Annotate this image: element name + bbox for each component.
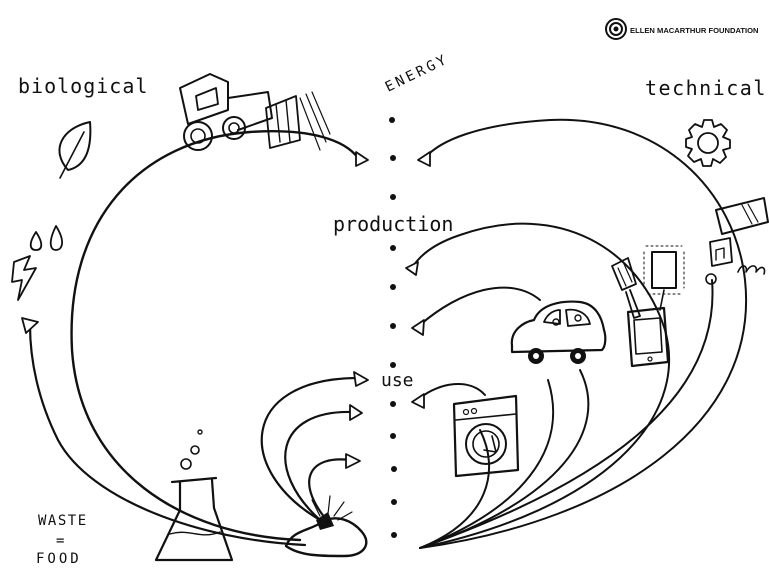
divider-dot bbox=[390, 155, 396, 161]
energy-divider-dots bbox=[389, 117, 397, 538]
car-icon bbox=[510, 300, 607, 364]
soil-heap-icon bbox=[284, 495, 368, 558]
arrowhead bbox=[353, 371, 369, 387]
arrowhead bbox=[345, 453, 361, 469]
technical-repair-loop bbox=[419, 286, 541, 326]
technical-reuse-loop bbox=[419, 379, 555, 549]
lightning-icon bbox=[11, 255, 37, 301]
divider-dot bbox=[390, 401, 396, 407]
equals-label: = bbox=[56, 533, 64, 549]
tractor-icon bbox=[179, 73, 331, 151]
flask-icon bbox=[154, 429, 234, 562]
phone-icon bbox=[626, 245, 685, 368]
divider-dot bbox=[390, 323, 396, 329]
gear-icon bbox=[685, 119, 731, 167]
biological-loops bbox=[21, 130, 369, 547]
divider-dot bbox=[390, 433, 396, 439]
music-player-icon bbox=[705, 237, 733, 285]
arrowhead bbox=[355, 151, 369, 167]
technical-share-loop bbox=[419, 382, 486, 399]
divider-dot bbox=[390, 245, 396, 251]
technical-loops bbox=[405, 118, 748, 549]
arrowhead bbox=[405, 261, 419, 276]
biological-inner-loop-2 bbox=[284, 410, 354, 522]
biological-inner-loop-1 bbox=[260, 376, 357, 522]
technical-production-loop bbox=[411, 222, 671, 549]
divider-dot bbox=[391, 532, 397, 538]
arrowhead bbox=[411, 319, 425, 336]
foundation-logo-icon bbox=[605, 18, 627, 40]
arrowhead bbox=[411, 393, 425, 409]
waste-label: WASTE bbox=[38, 513, 88, 529]
washing-machine-icon bbox=[452, 394, 520, 478]
divider-dot bbox=[390, 194, 396, 200]
divider-dot bbox=[390, 284, 396, 290]
logo-text: ELLEN MACARTHUR FOUNDATION bbox=[630, 26, 759, 35]
technical-label: technical bbox=[645, 76, 767, 100]
biological-label: biological bbox=[18, 74, 148, 98]
arrowhead bbox=[21, 317, 39, 334]
technical-outer-loop bbox=[419, 118, 748, 549]
use-label: use bbox=[381, 370, 414, 391]
spatula-icon bbox=[611, 257, 641, 319]
food-label: FOOD bbox=[36, 551, 82, 567]
technical-use-loop bbox=[419, 429, 491, 549]
arrowhead bbox=[349, 404, 363, 421]
divider-dot bbox=[390, 362, 396, 368]
leaf-icon bbox=[58, 121, 92, 179]
technical-refurbish-loop bbox=[419, 279, 714, 549]
biological-inner-loop-3 bbox=[308, 458, 352, 520]
divider-dot bbox=[389, 117, 395, 123]
biological-return-loop bbox=[28, 323, 307, 547]
water-drops-icon bbox=[29, 225, 63, 251]
divider-dot bbox=[391, 499, 397, 505]
energy-label: ENERGY bbox=[383, 51, 452, 95]
divider-dot bbox=[391, 466, 397, 472]
earbuds-icon bbox=[737, 265, 766, 275]
production-label: production bbox=[333, 212, 453, 236]
biological-outer-loop bbox=[70, 130, 360, 542]
ellen-macarthur-logo: ELLEN MACARTHUR FOUNDATION bbox=[605, 18, 759, 40]
arrowhead bbox=[417, 151, 431, 167]
tablet-icon bbox=[715, 197, 769, 235]
